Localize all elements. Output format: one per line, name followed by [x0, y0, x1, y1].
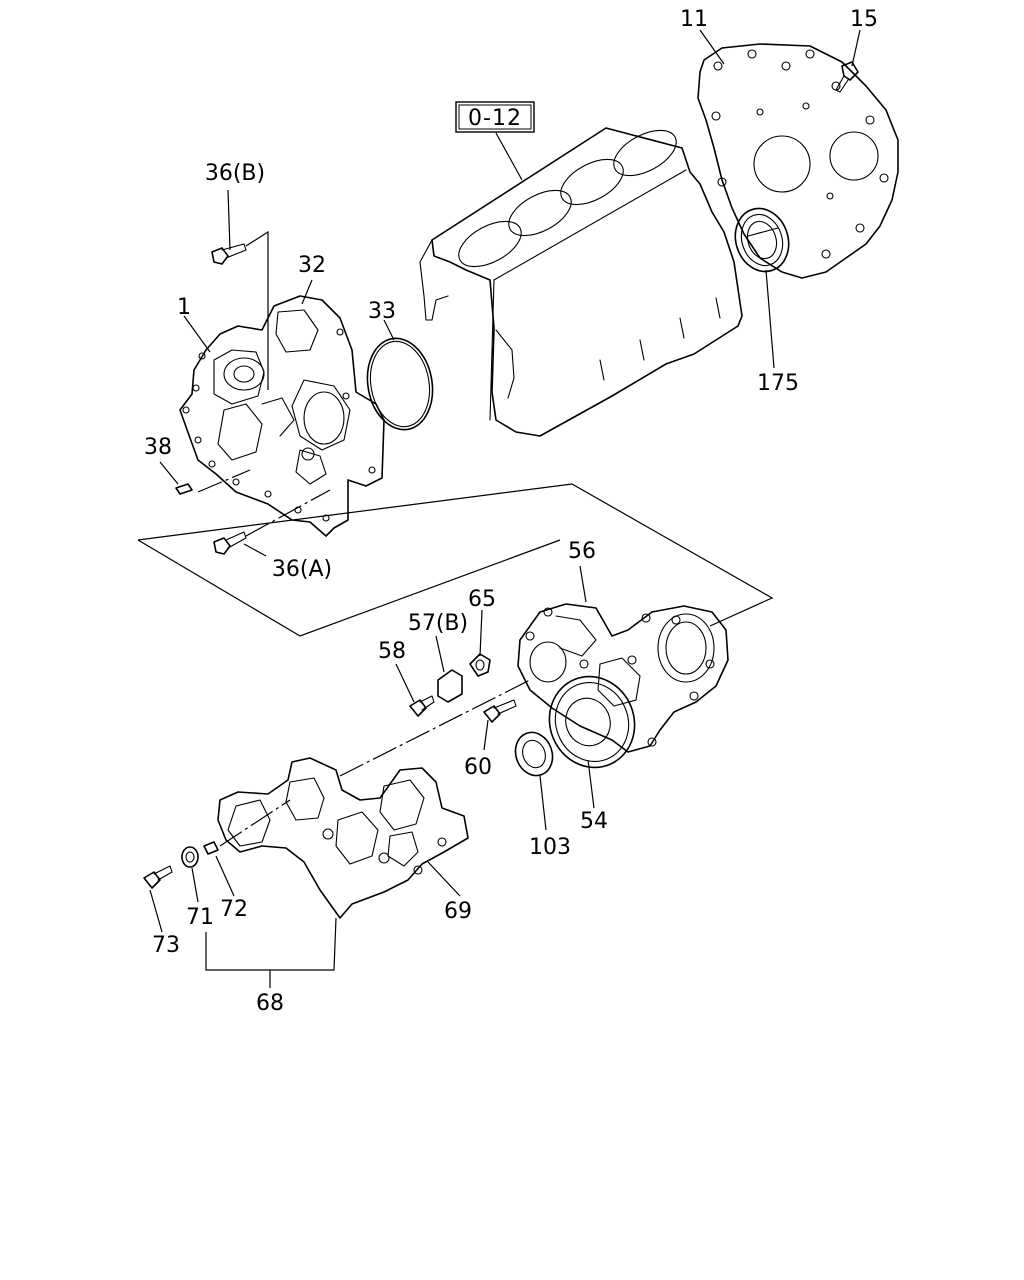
rear-plate: [697, 43, 899, 279]
bolt-58: [409, 695, 435, 717]
reference-box: 0-12: [455, 101, 535, 181]
label-36a: 36(A): [272, 557, 332, 582]
label-71: 71: [186, 905, 214, 930]
plate-65: [469, 653, 491, 677]
label-38: 38: [144, 435, 172, 460]
label-103: 103: [529, 835, 571, 860]
label-68: 68: [256, 991, 284, 1016]
centerline-4: [219, 799, 291, 847]
bolt-73: [143, 865, 173, 889]
centerline-2: [245, 489, 331, 537]
label-57b: 57(B): [408, 611, 468, 636]
front-cover: [517, 603, 729, 753]
bolt-36a: [213, 531, 247, 555]
oil-seal-103: [514, 731, 554, 777]
gear-case: [179, 295, 385, 537]
bolt-15: [835, 61, 859, 93]
centerline-1: [197, 469, 251, 493]
leader-lines: [149, 29, 861, 988]
label-65: 65: [468, 587, 496, 612]
label-54: 54: [580, 809, 608, 834]
cylinder-block: [419, 127, 743, 437]
label-56: 56: [568, 539, 596, 564]
label-72: 72: [220, 897, 248, 922]
washer-71: [181, 846, 199, 868]
label-69: 69: [444, 899, 472, 924]
centerline-3: [339, 679, 531, 777]
seal-ring-54: [548, 675, 636, 769]
label-32: 32: [298, 253, 326, 278]
exploded-outline-lower: [137, 539, 561, 637]
label-15: 15: [850, 7, 878, 32]
reference-label: 0-12: [468, 106, 522, 131]
pin-38: [175, 483, 193, 495]
label-73: 73: [152, 933, 180, 958]
exploded-outline: [137, 483, 774, 627]
timing-cover: [217, 757, 469, 919]
label-1: 1: [177, 295, 191, 320]
label-33: 33: [368, 299, 396, 324]
label-60: 60: [464, 755, 492, 780]
bolt-36b: [211, 230, 269, 390]
bolt-60: [483, 699, 517, 723]
plate-57b: [437, 669, 463, 703]
label-11: 11: [680, 7, 708, 32]
gasket-ring-33: [366, 337, 434, 431]
label-58: 58: [378, 639, 406, 664]
label-175: 175: [757, 371, 799, 396]
label-36b: 36(B): [205, 161, 265, 186]
pin-72: [203, 841, 219, 855]
oil-seal-175: [734, 207, 790, 273]
